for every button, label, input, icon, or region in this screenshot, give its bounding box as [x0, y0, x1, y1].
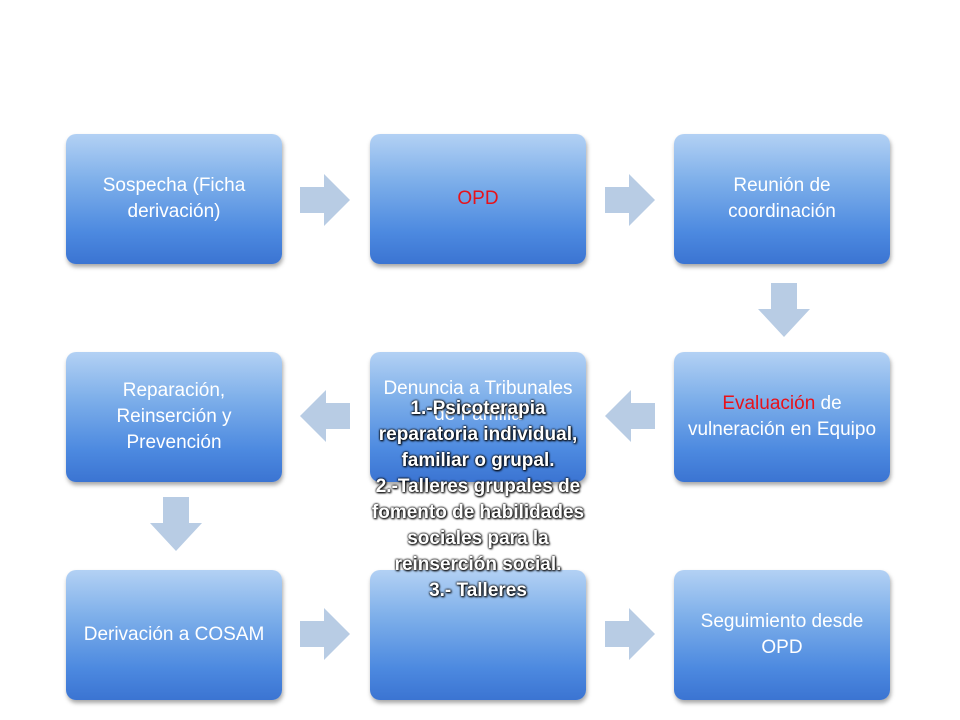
arrow-right-icon	[605, 174, 655, 226]
node-evaluacion: Evaluación de vulneración en Equipo	[674, 352, 890, 482]
node-opd: OPD	[370, 134, 586, 264]
overflow-text: 1.-Psicoterapia reparatoria individual, …	[371, 398, 585, 601]
node-seguimiento: Seguimiento desde OPD	[674, 570, 890, 700]
node-talleres	[370, 570, 586, 700]
arrow-down-icon	[758, 283, 810, 337]
arrow-right-icon	[300, 608, 350, 660]
node-derivacion-label: Derivación a COSAM	[83, 624, 265, 645]
node-sospecha-label: Sospecha (Ficha derivación)	[102, 175, 246, 222]
node-sospecha: Sospecha (Ficha derivación)	[66, 134, 282, 264]
arrow-right-icon	[605, 608, 655, 660]
node-denuncia: Denuncia a Tribunales de Familia	[370, 352, 586, 482]
node-reparacion-label: Reparación, Reinserción y Prevención	[116, 380, 232, 453]
node-reunion-label: Reunión de coordinación	[728, 175, 836, 222]
node-opd-label: OPD	[457, 188, 499, 209]
node-derivacion: Derivación a COSAM	[66, 570, 282, 700]
arrow-left-icon	[605, 390, 655, 442]
arrow-down-icon	[150, 497, 202, 551]
node-evaluacion-rest: de vulneración en Equipo	[687, 393, 877, 440]
node-reparacion: Reparación, Reinserción y Prevención	[66, 352, 282, 482]
arrow-right-icon	[300, 174, 350, 226]
node-evaluacion-label: Evaluación de vulneración en Equipo	[682, 391, 882, 443]
node-evaluacion-highlight: Evaluación	[722, 393, 816, 414]
node-denuncia-label: Denuncia a Tribunales de Familia	[383, 378, 573, 425]
arrow-left-icon	[300, 390, 350, 442]
node-seguimiento-label: Seguimiento desde OPD	[700, 611, 864, 658]
node-reunion: Reunión de coordinación	[674, 134, 890, 264]
